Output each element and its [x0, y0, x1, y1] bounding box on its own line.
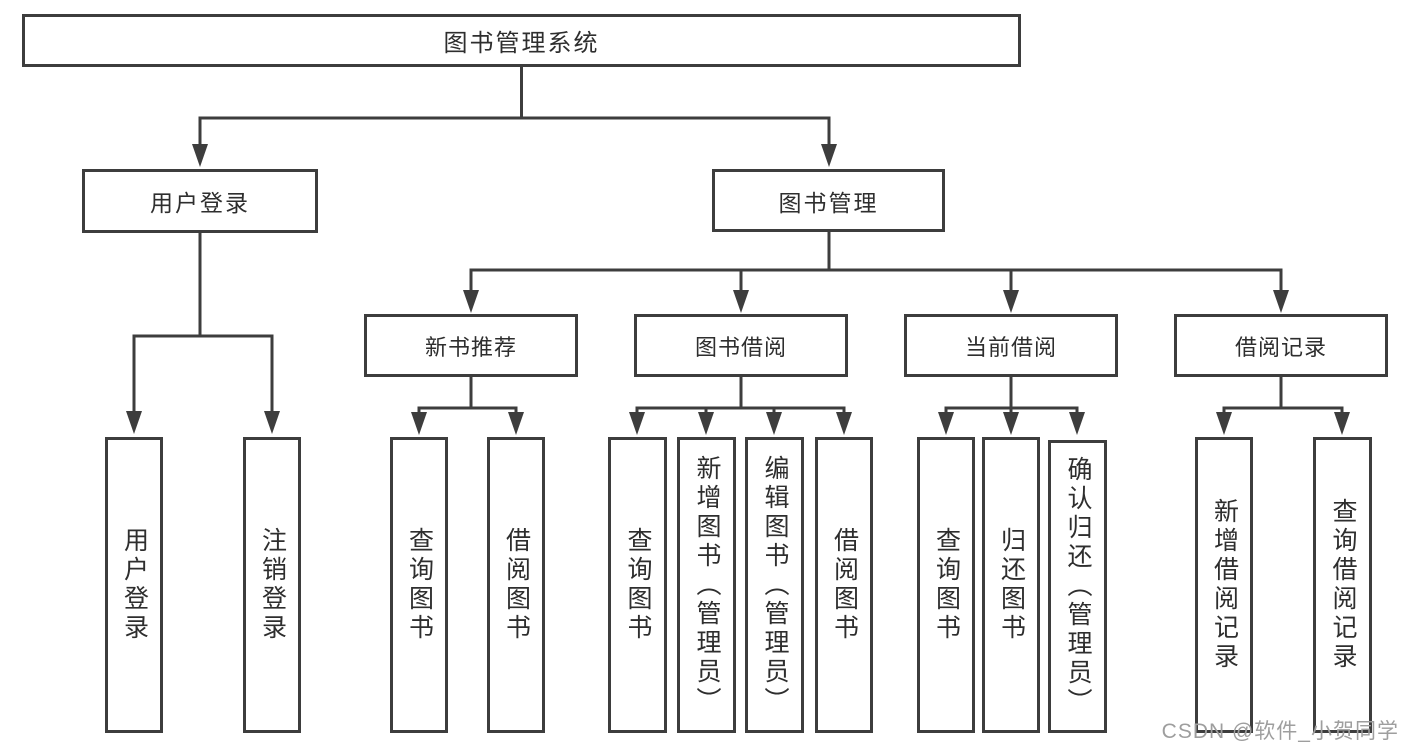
node-root: 图书管理系统 — [22, 14, 1021, 67]
leaf-record-add: 新增借阅记录 — [1195, 437, 1253, 733]
leaf-record-query: 查询借阅记录 — [1313, 437, 1372, 733]
node-book-borrow-label: 图书借阅 — [694, 334, 787, 360]
leaf-borrow-borrow: 借阅图书 — [815, 437, 873, 733]
watermark: CSDN @软件_小贺同学 — [1161, 720, 1399, 743]
node-borrow-record-label: 借阅记录 — [1234, 334, 1327, 360]
leaf-user-login: 用户登录 — [105, 437, 163, 733]
node-book-borrow: 图书借阅 — [634, 314, 848, 377]
node-root-label: 图书管理系统 — [443, 30, 600, 57]
node-user-login-label: 用户登录 — [150, 190, 250, 216]
leaf-newbook-borrow-label: 借阅图书 — [502, 527, 531, 643]
leaf-record-query-label: 查询借阅记录 — [1329, 498, 1357, 672]
node-new-book-rec-label: 新书推荐 — [424, 334, 517, 360]
leaf-current-return: 归还图书 — [982, 437, 1040, 733]
leaf-logout-label: 注销登录 — [258, 527, 287, 643]
leaf-current-query-label: 查询图书 — [932, 527, 961, 643]
leaf-current-return-label: 归还图书 — [997, 527, 1026, 643]
leaf-borrow-borrow-label: 借阅图书 — [830, 527, 859, 643]
leaf-current-confirm-label: 确认归还（管理员） — [1064, 456, 1092, 717]
node-book-mgmt-label: 图书管理 — [778, 189, 879, 216]
leaf-current-query: 查询图书 — [917, 437, 975, 733]
node-borrow-record: 借阅记录 — [1174, 314, 1388, 377]
node-current-borrow: 当前借阅 — [904, 314, 1118, 377]
leaf-borrow-edit-label: 编辑图书（管理员） — [761, 454, 789, 716]
leaf-newbook-query: 查询图书 — [390, 437, 448, 733]
leaf-borrow-add-label: 新增图书（管理员） — [693, 454, 721, 716]
leaf-borrow-query-label: 查询图书 — [624, 527, 652, 643]
node-current-borrow-label: 当前借阅 — [964, 334, 1057, 360]
node-book-mgmt: 图书管理 — [712, 169, 945, 232]
leaf-newbook-query-label: 查询图书 — [405, 527, 434, 643]
leaf-user-login-label: 用户登录 — [120, 527, 149, 643]
node-user-login: 用户登录 — [82, 169, 318, 233]
leaf-newbook-borrow: 借阅图书 — [487, 437, 545, 733]
leaf-logout: 注销登录 — [243, 437, 301, 733]
leaf-borrow-add: 新增图书（管理员） — [677, 437, 736, 733]
node-new-book-rec: 新书推荐 — [364, 314, 578, 377]
leaf-borrow-edit: 编辑图书（管理员） — [745, 437, 804, 733]
leaf-borrow-query: 查询图书 — [608, 437, 667, 733]
leaf-current-confirm: 确认归还（管理员） — [1048, 440, 1107, 733]
leaf-record-add-label: 新增借阅记录 — [1210, 498, 1239, 672]
